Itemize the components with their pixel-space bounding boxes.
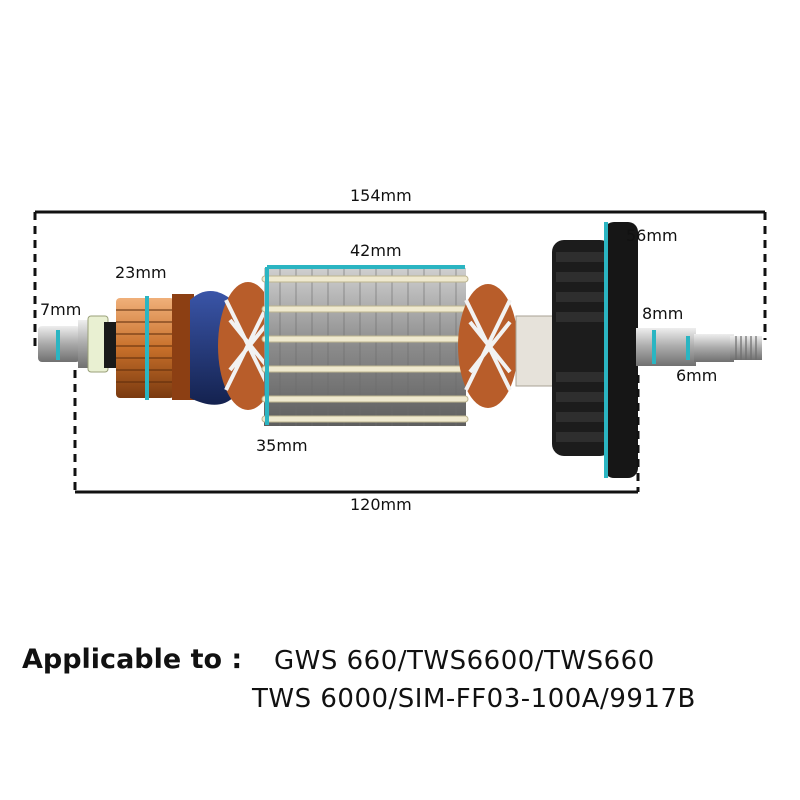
armature-core <box>261 268 469 426</box>
bearing-sleeve <box>515 315 555 387</box>
core-length-label: 42mm <box>350 241 402 260</box>
fan-diameter-label: 56mm <box>626 226 678 245</box>
models-line-1: GWS 660/TWS6600/TWS660 <box>274 646 655 676</box>
commutator-diameter-label: 23mm <box>115 263 167 282</box>
shaft-diameter-label: 8mm <box>642 304 684 323</box>
applicable-label: Applicable to : <box>22 644 243 675</box>
commutator <box>116 294 194 400</box>
output-shaft <box>636 328 762 366</box>
thread-diameter-label: 6mm <box>676 366 718 385</box>
left-shaft <box>38 315 118 373</box>
measurement-markers <box>56 222 690 478</box>
right-winding <box>458 284 518 408</box>
core-diameter-label: 35mm <box>256 436 308 455</box>
end-shaft-diameter-label: 7mm <box>40 300 82 319</box>
cooling-fan <box>552 222 638 478</box>
overall-length-label: 154mm <box>350 186 412 205</box>
body-length-label: 120mm <box>350 495 412 514</box>
left-winding <box>218 282 278 410</box>
dimension-lines <box>33 210 767 494</box>
models-line-2: TWS 6000/SIM-FF03-100A/9917B <box>252 684 696 714</box>
